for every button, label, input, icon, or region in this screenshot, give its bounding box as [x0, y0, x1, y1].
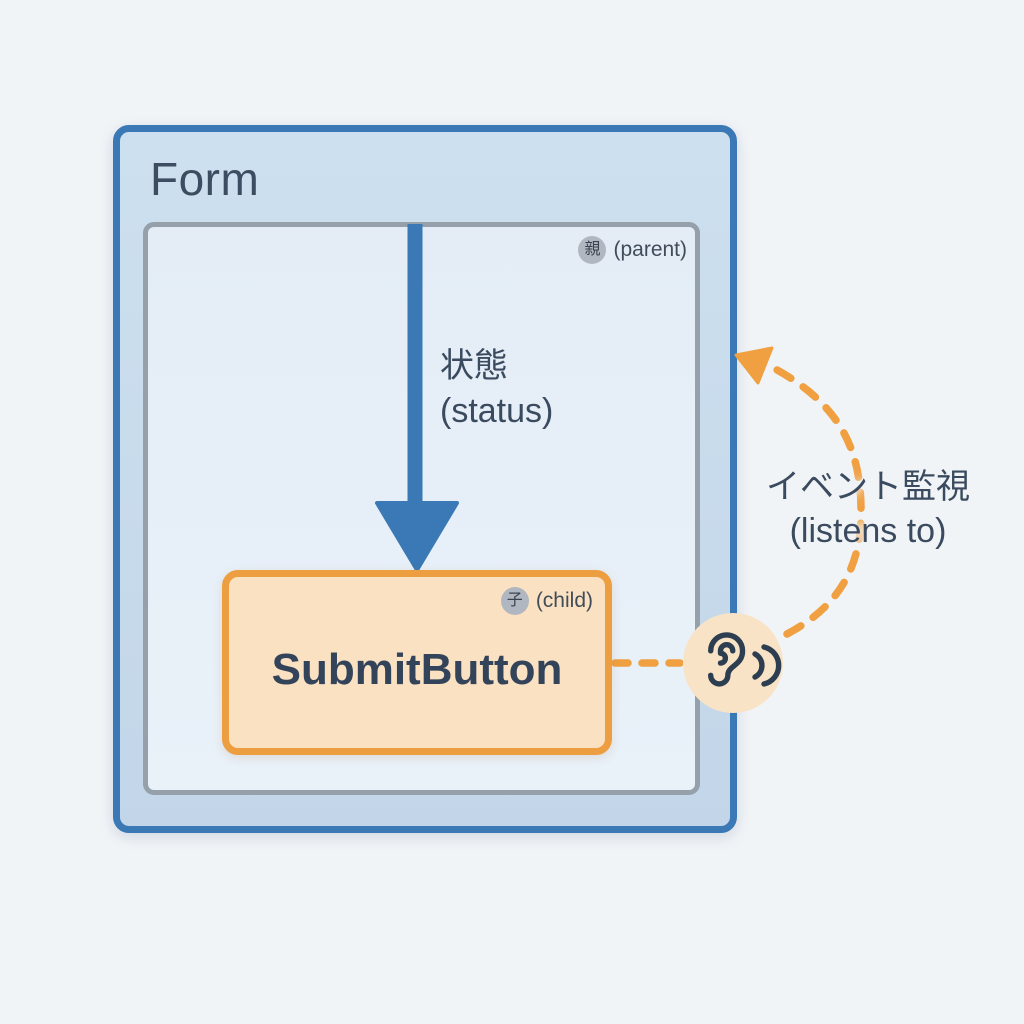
form-title: Form: [150, 153, 260, 205]
listens-to-label-ja: イベント監視: [766, 468, 970, 506]
submit-button-component-box: 子 (child) SubmitButton: [222, 570, 612, 755]
parent-kanji-badge: 親: [578, 236, 607, 264]
listens-to-label: イベント監視 (listens to): [738, 466, 998, 553]
child-kanji-badge: 子: [500, 587, 529, 615]
parent-badge: 親 (parent): [578, 236, 687, 264]
submit-button-title: SubmitButton: [271, 644, 563, 694]
status-label-en: (status): [440, 391, 554, 430]
child-badge-label: (child): [535, 589, 593, 612]
ear-icon: [708, 632, 782, 687]
listener-icon-circle: [683, 613, 783, 713]
listens-to-label-en: (listens to): [789, 511, 947, 550]
status-arrow-label: 状態 (status): [440, 344, 553, 434]
parent-badge-label: (parent): [613, 238, 687, 261]
child-badge: 子 (child): [500, 587, 593, 615]
status-label-ja: 状態: [440, 347, 508, 385]
